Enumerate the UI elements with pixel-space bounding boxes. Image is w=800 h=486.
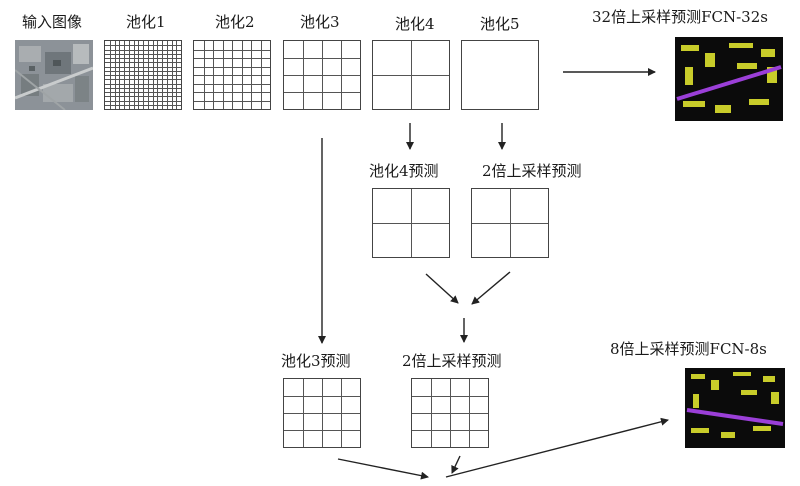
2x-upsample-b-grid <box>411 378 489 448</box>
label-pool2: 池化2 <box>215 13 255 31</box>
arrow-up2b-merge <box>451 455 461 474</box>
grid-line-horizontal <box>472 223 548 225</box>
grid-line-horizontal <box>105 92 181 94</box>
grid-line-vertical <box>341 379 343 447</box>
pool4-prediction-grid <box>372 188 450 258</box>
grid-line-horizontal <box>105 83 181 85</box>
grid-line-vertical <box>469 379 471 447</box>
grid-line-vertical <box>157 41 159 109</box>
label-pool3-prediction: 池化3预测 <box>281 352 351 370</box>
grid-line-vertical <box>341 41 343 109</box>
grid-line-horizontal <box>105 104 181 106</box>
label-fcn8s: 8倍上采样预测FCN-8s <box>610 340 767 358</box>
grid-line-vertical <box>176 41 178 109</box>
2x-upsample-a-grid <box>471 188 549 258</box>
segmentation-map-fcn8s-icon <box>685 368 785 448</box>
aerial-photo-icon <box>15 40 93 110</box>
grid-line-horizontal <box>105 75 181 77</box>
grid-line-horizontal <box>284 92 360 94</box>
pool5-grid <box>461 40 539 110</box>
pool4-grid <box>372 40 450 110</box>
grid-line-horizontal <box>412 430 488 432</box>
grid-line-horizontal <box>412 413 488 415</box>
segmentation-map-fcn32s-icon <box>675 37 783 121</box>
grid-line-horizontal <box>284 75 360 77</box>
pool3-grid <box>283 40 361 110</box>
grid-line-horizontal <box>284 413 360 415</box>
grid-line-vertical <box>251 41 253 109</box>
grid-line-horizontal <box>373 223 449 225</box>
pool2-grid <box>193 40 271 110</box>
label-pool3: 池化3 <box>300 13 340 31</box>
grid-line-horizontal <box>105 96 181 98</box>
label-fcn32s: 32倍上采样预测FCN-32s <box>592 8 768 26</box>
grid-line-horizontal <box>105 79 181 81</box>
grid-line-horizontal <box>194 83 270 85</box>
grid-line-horizontal <box>194 75 270 77</box>
label-pool5: 池化5 <box>480 15 520 33</box>
grid-line-horizontal <box>373 75 449 77</box>
grid-line-horizontal <box>194 92 270 94</box>
label-pool1: 池化1 <box>126 13 166 31</box>
grid-line-vertical <box>147 41 149 109</box>
arrow-pool4pred-merge <box>425 273 459 304</box>
label-2x-upsample-a: 2倍上采样预测 <box>482 162 582 180</box>
grid-line-horizontal <box>284 430 360 432</box>
grid-line-vertical <box>166 41 168 109</box>
grid-line-horizontal <box>105 100 181 102</box>
arrow-merge-to-fcn8s <box>445 417 669 478</box>
pool1-grid <box>104 40 182 110</box>
label-pool4-prediction: 池化4预测 <box>369 162 439 180</box>
label-2x-upsample-b: 2倍上采样预测 <box>402 352 502 370</box>
grid-line-vertical <box>152 41 154 109</box>
grid-line-horizontal <box>194 100 270 102</box>
grid-line-vertical <box>241 41 243 109</box>
label-pool4: 池化4 <box>395 15 435 33</box>
grid-line-vertical <box>171 41 173 109</box>
label-input-image: 输入图像 <box>22 13 83 31</box>
arrow-up2a-merge <box>471 271 511 305</box>
grid-line-vertical <box>162 41 164 109</box>
grid-line-vertical <box>260 41 262 109</box>
pool3-prediction-grid <box>283 378 361 448</box>
arrow-pool3pred-merge <box>337 458 429 480</box>
grid-line-horizontal <box>105 87 181 89</box>
